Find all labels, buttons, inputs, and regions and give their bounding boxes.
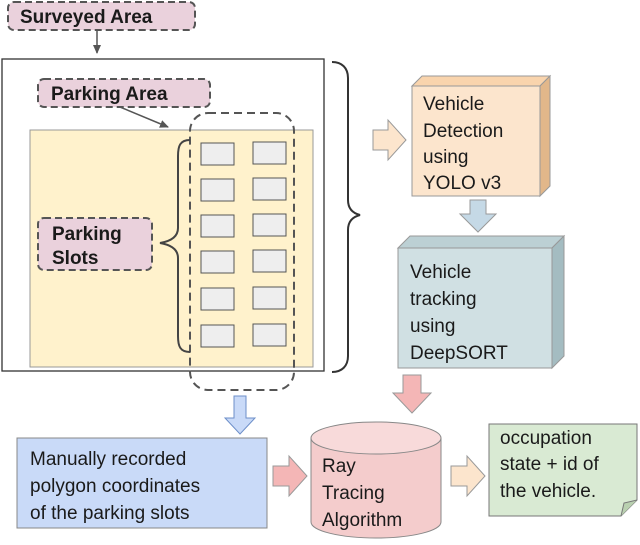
parking-slot: [200, 178, 235, 202]
ray-tracing-cylinder: Ray Tracing Algorithm: [310, 421, 442, 539]
manual-text-line: of the parking slots: [30, 503, 189, 524]
manual-text-line: polygon coordinates: [30, 476, 200, 497]
parking-slots-label-line: Parking: [52, 224, 122, 245]
parking-area-label-box: [37, 78, 211, 108]
parking-slot: [252, 286, 287, 310]
tracking-text-line: DeepSORT: [410, 343, 508, 364]
arrow-to-manual-coordinates: [223, 395, 257, 435]
output-note: occupation state + id of the vehicle.: [488, 423, 638, 517]
manual-text-line: Manually recorded: [30, 449, 186, 470]
parking-slot: [200, 142, 235, 166]
surveyed-area-brace: [331, 61, 361, 373]
vehicle-tracking-box: Vehicle tracking using DeepSORT: [396, 234, 566, 370]
output-text-line: the vehicle.: [500, 481, 596, 502]
parking-slot: [252, 323, 287, 347]
tracking-text-line: Vehicle: [410, 262, 471, 283]
parking-slot: [200, 324, 235, 348]
arrow-to-detection: [372, 118, 407, 162]
arrow-manual-to-ray: [272, 454, 308, 498]
ray-tracing-text-line: Ray: [322, 456, 356, 477]
arrow-to-output: [450, 454, 486, 498]
parking-area-pointer: [119, 106, 169, 128]
parking-slots-label-box: [37, 217, 153, 271]
parking-slot: [252, 141, 287, 165]
parking-slot: [200, 250, 235, 274]
parking-slots-brace: [159, 139, 191, 353]
parking-slots-grid: [200, 141, 287, 348]
tracking-text-line: tracking: [410, 289, 477, 310]
parking-slot: [200, 214, 235, 238]
surveyed-area-label-box: [7, 1, 196, 31]
parking-slots-label-line: Slots: [52, 248, 98, 269]
parking-slot: [252, 249, 287, 273]
parking-slot: [252, 213, 287, 237]
parking-slot: [252, 177, 287, 201]
manual-coordinates-box: Manually recorded polygon coordinates of…: [16, 437, 268, 529]
output-text-line: state + id of: [500, 454, 599, 475]
detection-text-line: using: [423, 147, 468, 168]
arrow-to-tracking: [458, 199, 498, 233]
detection-text-line: Detection: [423, 121, 503, 142]
parking-slot: [200, 287, 235, 311]
tracking-text-line: using: [410, 316, 455, 337]
output-text-line: occupation: [500, 428, 592, 449]
detection-text-line: YOLO v3: [423, 173, 501, 194]
surveyed-area-label: Surveyed Area: [20, 7, 153, 28]
ray-tracing-text-line: Tracing: [322, 483, 385, 504]
arrow-to-ray-tracing: [391, 374, 433, 414]
ray-tracing-text-line: Algorithm: [322, 510, 402, 531]
parking-slots-outline: [189, 112, 295, 391]
detection-text-line: Vehicle: [423, 94, 484, 115]
vehicle-detection-box: Vehicle Detection using YOLO v3: [410, 74, 552, 198]
parking-area-label: Parking Area: [51, 84, 168, 105]
